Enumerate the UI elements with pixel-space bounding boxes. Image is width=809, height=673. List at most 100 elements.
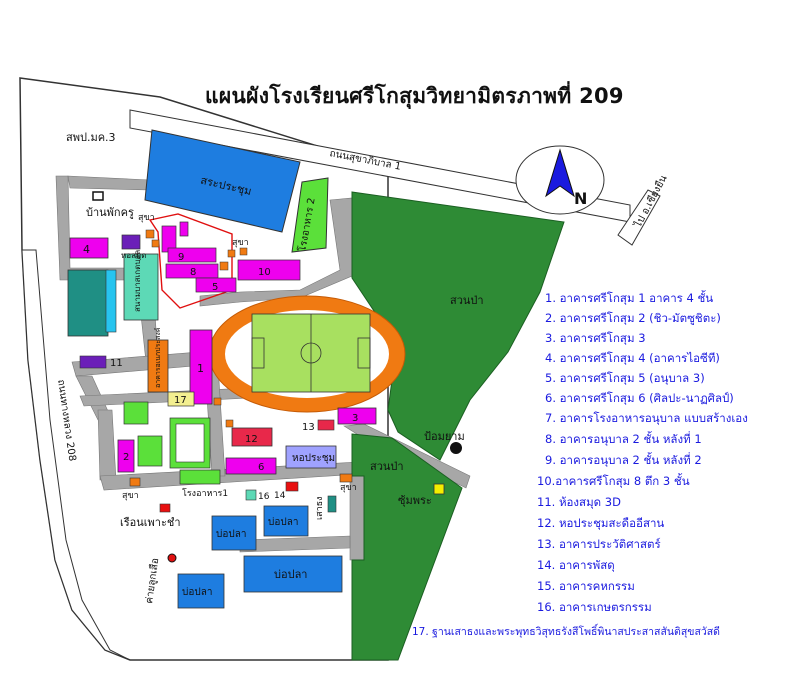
dorm-building bbox=[121, 234, 141, 250]
building-9-label: 9 bbox=[178, 252, 184, 263]
legend-item: 13. อาคารประวัติศาสตร์ bbox=[537, 537, 661, 551]
pitch-goal-left bbox=[251, 337, 265, 369]
hall-label: หอประชุม bbox=[292, 453, 335, 464]
pitch-goal-right bbox=[357, 337, 371, 369]
guard-label: ป้อมยาม bbox=[424, 430, 465, 443]
road-chiang-yuen-label: ไป อ.เชียงยืน bbox=[632, 173, 670, 230]
teal-strip bbox=[105, 269, 117, 333]
guidance-building bbox=[147, 339, 169, 393]
building-12 bbox=[231, 427, 273, 447]
camp-icon bbox=[167, 553, 177, 563]
teacher-house-label: บ้านพักครู bbox=[86, 206, 134, 219]
restroom-label-1: สุขา bbox=[138, 213, 155, 223]
teacher-house-icon bbox=[92, 191, 104, 201]
pond-3 bbox=[177, 573, 225, 609]
building-4 bbox=[69, 237, 109, 259]
small-sheds bbox=[145, 229, 248, 428]
building-11-label: 11 bbox=[110, 358, 123, 369]
building-2 bbox=[117, 439, 135, 473]
legend-item: 17. ฐานเสาธงและพระพุทธวิสุทธรังสีโพธิ์พิ… bbox=[412, 626, 720, 638]
canteen-1 bbox=[179, 469, 221, 485]
kindergarten-buildings bbox=[161, 221, 301, 293]
legend-item: 16. อาคารเกษตรกรรม bbox=[537, 600, 652, 614]
spm-label: สพป.มค.3 bbox=[66, 131, 116, 144]
pond-2-label: บ่อปลา bbox=[268, 517, 298, 528]
building-3-label: 3 bbox=[352, 413, 358, 424]
building-3 bbox=[337, 407, 377, 425]
science-building bbox=[123, 253, 159, 321]
dorm-label: หอสมุด bbox=[121, 251, 146, 260]
teal-building-left bbox=[67, 269, 109, 337]
pavilion-icon bbox=[433, 483, 445, 495]
legend-item: 11. ห้องสมุด 3D bbox=[537, 495, 621, 509]
restroom-label-3: สุขา bbox=[122, 491, 139, 501]
restroom-box-1 bbox=[339, 473, 353, 483]
road-highway-208 bbox=[21, 249, 131, 661]
legend-item: 1. อาคารศรีโกสุม 1 อาคาร 4 ชั้น bbox=[545, 291, 714, 305]
map-title: แผนผังโรงเรียนศรีโกสุมวิทยามิตรภาพที่ 20… bbox=[205, 84, 624, 108]
building-16-label: 16 bbox=[258, 492, 270, 502]
flag-label: เสาธง bbox=[315, 496, 325, 520]
forest-bottom-label: สวนป่า bbox=[370, 460, 404, 473]
guidance-label: อาคารอเนกประสงค์ bbox=[154, 327, 162, 388]
building-14-label: 14 bbox=[274, 491, 286, 501]
restroom-label-2: สุขา bbox=[232, 238, 249, 248]
building-1 bbox=[189, 329, 213, 405]
pond-4 bbox=[243, 555, 343, 593]
legend-item: 8. อาคารอนุบาล 2 ชั้น หลังที่ 1 bbox=[545, 432, 702, 446]
building-13-label: 13 bbox=[302, 422, 315, 433]
building-17 bbox=[167, 391, 195, 407]
science-label: สนามบาสเกตบอล bbox=[133, 250, 142, 312]
legend-item: 6. อาคารศรีโกสุม 6 (ศิลปะ-นาฏศิลป์) bbox=[545, 391, 734, 405]
guard-post-icon bbox=[450, 442, 462, 454]
hall-building bbox=[285, 445, 337, 469]
building-6-label: 6 bbox=[258, 462, 264, 473]
pitch-center-circle bbox=[300, 342, 322, 364]
restroom-box-2 bbox=[129, 477, 141, 487]
pool bbox=[144, 129, 301, 233]
building-16 bbox=[245, 489, 257, 501]
building-6 bbox=[225, 457, 277, 475]
legend-item: 3. อาคารศรีโกสุม 3 bbox=[545, 331, 646, 345]
building-1-label: 1 bbox=[197, 362, 204, 375]
legend-item: 4. อาคารศรีโกสุม 4 (อาคารไอซีที) bbox=[545, 351, 720, 365]
greenhouse-box bbox=[159, 503, 171, 513]
legend-item: 14. อาคารพัสดุ bbox=[537, 558, 615, 572]
building-17-label: 17 bbox=[174, 395, 187, 406]
pond-4-label: บ่อปลา bbox=[274, 568, 308, 581]
building-14 bbox=[285, 481, 299, 492]
legend-item: 7. อาคารโรงอาหารอนุบาล แบบสร้างเอง bbox=[545, 411, 748, 425]
legend-item: 12. หอประชุมสะดืออีสาน bbox=[537, 516, 665, 530]
pond-3-label: บ่อปลา bbox=[182, 587, 212, 598]
legend-item: 10.อาคารศรีโกสุม 8 ตึก 3 ชั้น bbox=[537, 474, 690, 488]
legend-item: 2. อาคารศรีโกสุม 2 (ชิว-มัตซูชิตะ) bbox=[545, 311, 721, 325]
legend-item: 15. อาคารคหกรรม bbox=[537, 579, 635, 593]
pond-1 bbox=[211, 515, 257, 551]
compass-arrow-icon bbox=[545, 148, 575, 198]
canteen-1-label: โรงอาหาร1 bbox=[182, 488, 228, 499]
road-chiang-yuen bbox=[617, 189, 661, 246]
building-5-label: 5 bbox=[212, 282, 218, 293]
forest-top-label: สวนป่า bbox=[450, 294, 484, 307]
court-1 bbox=[123, 401, 149, 425]
compass-letter: N bbox=[574, 189, 587, 208]
court-3-inner bbox=[175, 423, 205, 463]
legend-item: 5. อาคารศรีโกสุม 5 (อนุบาล 3) bbox=[545, 371, 705, 385]
canteen-2 bbox=[291, 177, 329, 253]
flag-pole bbox=[327, 495, 337, 513]
greenhouse-label: เรือนเพาะชำ bbox=[120, 516, 181, 529]
building-13 bbox=[317, 419, 335, 431]
building-12-label: 12 bbox=[245, 434, 258, 445]
building-11 bbox=[79, 355, 107, 369]
pond-1-label: บ่อปลา bbox=[216, 529, 246, 540]
building-4-label: 4 bbox=[83, 243, 90, 256]
pavilion-label: ซุ้มพระ bbox=[398, 494, 432, 507]
restroom-label-4: สุขา bbox=[340, 483, 357, 493]
pond-2 bbox=[263, 505, 309, 537]
building-8-label: 8 bbox=[190, 267, 196, 278]
legend-item: 9. อาคารอนุบาล 2 ชั้น หลังที่ 2 bbox=[545, 453, 702, 467]
building-10-label: 10 bbox=[258, 267, 271, 278]
court-2 bbox=[137, 435, 163, 467]
building-2-label: 2 bbox=[123, 452, 129, 463]
